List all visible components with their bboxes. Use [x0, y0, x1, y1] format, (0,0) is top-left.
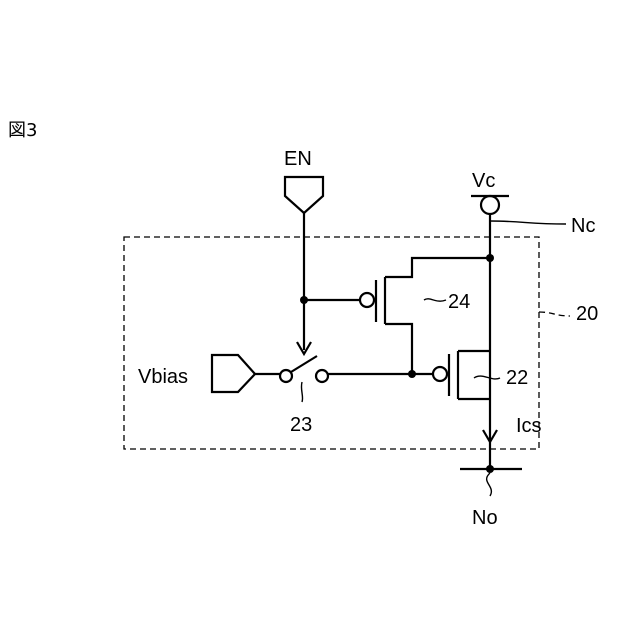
ref-20: 20 [576, 303, 598, 325]
transistor-24-drain [385, 324, 412, 374]
leader-20 [539, 312, 570, 316]
vbias-label: Vbias [138, 366, 188, 388]
leader-23 [301, 382, 302, 402]
en-label: EN [284, 148, 312, 170]
ref-24: 24 [448, 291, 470, 313]
junction-no [486, 465, 494, 473]
vc-terminal [481, 196, 499, 214]
vc-label: Vc [472, 170, 495, 192]
switch-23-contact-right [316, 370, 328, 382]
vbias-terminal [212, 355, 255, 392]
switch-23-blade [291, 356, 317, 372]
nc-label: Nc [571, 215, 595, 237]
switch-23-contact-left [280, 370, 292, 382]
transistor-22-gate-bubble [433, 367, 447, 381]
leader-nc [490, 221, 566, 224]
ref-23: 23 [290, 414, 312, 436]
leader-24 [424, 299, 446, 301]
junction-nc [486, 254, 494, 262]
ref-22: 22 [506, 367, 528, 389]
figure-label: 図3 [8, 120, 37, 141]
block-boundary [124, 237, 539, 449]
leader-22 [474, 376, 500, 379]
ics-label: Ics [516, 415, 542, 437]
transistor-24-source [385, 258, 490, 277]
no-label: No [472, 507, 498, 529]
transistor-24-gate-bubble [360, 293, 374, 307]
junction-gate-22 [408, 370, 416, 378]
en-terminal [285, 177, 323, 213]
leader-no [487, 473, 492, 496]
